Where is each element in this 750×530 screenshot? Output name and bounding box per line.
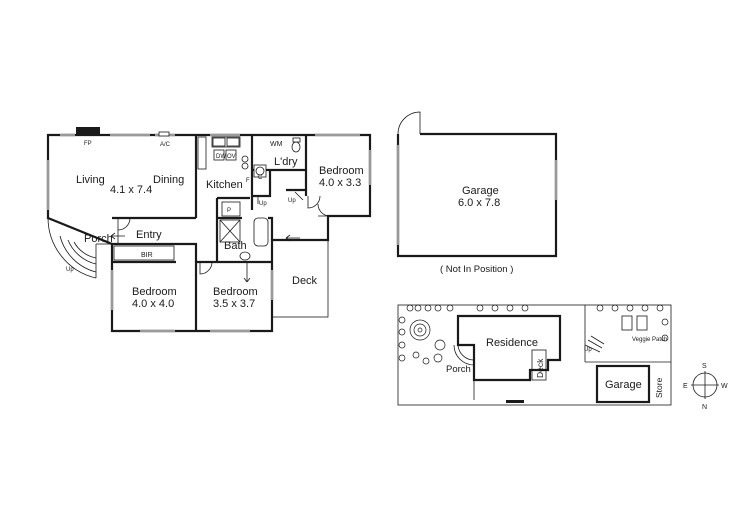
site-boundary <box>397 304 672 406</box>
site-plan: Residence Porch Deck Up Veggie Patch Gar… <box>397 304 672 406</box>
garage-label: Garage <box>462 185 499 197</box>
porch-label: Porch <box>84 233 113 245</box>
kitchen-bench <box>197 136 207 170</box>
bathtub-icon <box>253 217 269 247</box>
veggie-bed-2 <box>636 315 648 331</box>
stairs-up-label-2: Up <box>288 198 296 204</box>
pantry-label: P <box>227 208 231 214</box>
basin-icon <box>239 251 251 261</box>
bedroom-sw-label: Bedroom <box>132 286 177 298</box>
dining-label: Dining <box>153 174 184 186</box>
garage-plan: Garage 6.0 x 7.8 ( Not In Position ) <box>396 111 558 275</box>
site-gate <box>506 400 524 403</box>
residence-outline <box>456 314 562 382</box>
living-label: Living <box>76 174 105 186</box>
air-con-icon <box>158 131 170 137</box>
bedroom-s-label: Bedroom <box>213 286 258 298</box>
bedroom-s-dims: 3.5 x 3.7 <box>213 298 255 310</box>
site-residence-label: Residence <box>486 337 538 349</box>
fireplace-icon <box>76 127 100 136</box>
entry-label: Entry <box>136 229 162 241</box>
site-store-label: Store <box>654 377 664 398</box>
compass-west: W <box>721 383 728 390</box>
porch-steps <box>47 217 112 279</box>
bedroom-ne-label: Bedroom <box>319 165 364 177</box>
bir-label: BIR <box>141 252 153 259</box>
bedroom-ne-dims: 4.0 x 3.3 <box>319 177 361 189</box>
compass-south: S <box>702 363 707 370</box>
porch-up-label: Up <box>66 267 74 273</box>
garage-dims: 6.0 x 7.8 <box>458 197 500 209</box>
air-con-label: A/C <box>160 142 171 148</box>
compass-north: N <box>702 404 707 411</box>
site-deck-label: Deck <box>535 358 545 378</box>
bedroom-sw-dims: 4.0 x 4.0 <box>132 298 174 310</box>
cupboard-label: C <box>258 175 263 181</box>
fireplace-label: FP <box>84 141 92 147</box>
site-porch-label: Porch <box>446 364 471 375</box>
living-dims: 4.1 x 7.4 <box>110 184 152 196</box>
deck-label: Deck <box>292 275 318 287</box>
house-floor-plan: FP A/C DW OV F C WM P <box>46 127 372 333</box>
stairs-up-label-1: Up <box>259 201 267 207</box>
dishwasher-label: DW <box>216 154 226 160</box>
veggie-bed-1 <box>621 315 633 331</box>
cooktop-icon <box>241 155 249 163</box>
site-deck-outline <box>531 349 547 381</box>
bir-cupboard <box>113 245 175 261</box>
washing-machine-label: WM <box>270 141 283 148</box>
site-garage-outline <box>595 364 651 404</box>
bath-label: Bath <box>224 240 247 252</box>
kitchen-label: Kitchen <box>206 179 243 191</box>
veggie-patch-label: Veggie Patch <box>632 337 667 343</box>
toilet-icon <box>291 141 301 153</box>
shrubs <box>398 304 669 365</box>
site-up-label: Up <box>584 347 592 353</box>
pantry-box <box>221 201 241 217</box>
site-garage-label: Garage <box>605 379 642 391</box>
kitchen-sink-icon <box>211 136 241 148</box>
oven-label: OV <box>227 154 236 160</box>
oven-icon <box>225 149 237 161</box>
fridge-label: F <box>246 178 250 184</box>
compass-east: E <box>683 383 688 390</box>
laundry-label: L'dry <box>274 156 298 168</box>
compass: S N E W <box>683 363 728 411</box>
dishwasher-icon <box>213 149 225 161</box>
site-porch-steps <box>453 344 475 366</box>
garage-note: ( Not In Position ) <box>440 264 513 275</box>
